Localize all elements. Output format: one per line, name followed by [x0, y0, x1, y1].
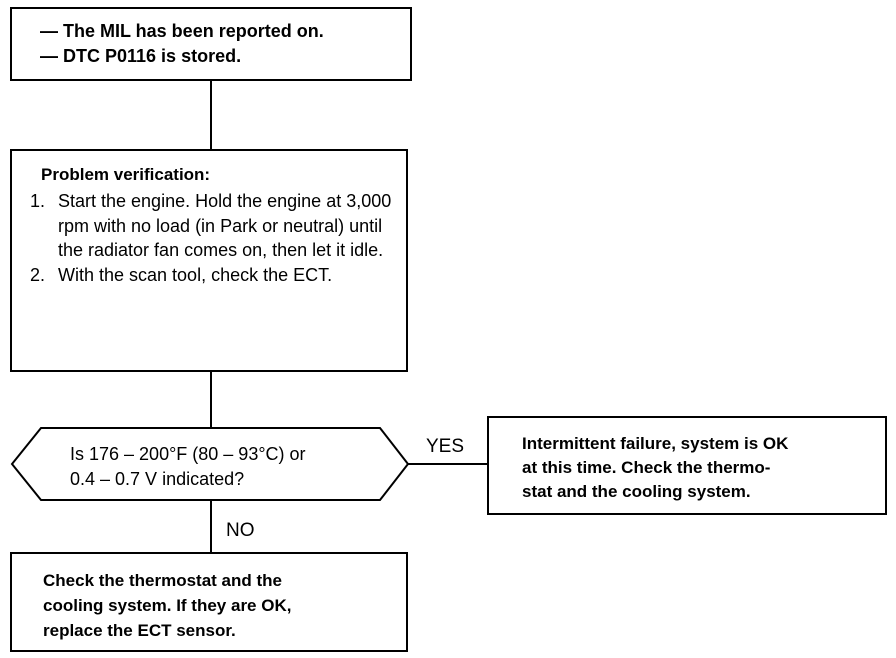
decision-question-line2: 0.4 – 0.7 V indicated? [70, 469, 245, 489]
connector-start-verify [210, 81, 212, 149]
verification-step-2: With the scan tool, check the ECT. [50, 263, 400, 288]
start-line-dtc: — DTC P0116 is stored. [40, 46, 242, 66]
decision-question-line1: Is 176 – 200°F (80 – 93°C) or [70, 444, 306, 464]
yes-result-line2: at this time. Check the thermo- [522, 458, 771, 477]
verification-box: Problem verification: Start the engine. … [10, 149, 408, 372]
yes-result-line3: stat and the cooling system. [522, 482, 751, 501]
no-result-box: Check the thermostat and the cooling sys… [10, 552, 408, 652]
no-result-line2: cooling system. If they are OK, [43, 596, 292, 615]
connector-verify-decision [210, 372, 212, 428]
no-result-line3: replace the ECT sensor. [43, 621, 236, 640]
start-box: — The MIL has been reported on. — DTC P0… [10, 7, 412, 81]
connector-yes [408, 463, 488, 465]
yes-label: YES [426, 436, 465, 457]
verification-heading: Problem verification: [41, 165, 211, 184]
no-result-line1: Check the thermostat and the [43, 571, 282, 590]
verification-step-1: Start the engine. Hold the engine at 3,0… [50, 189, 400, 263]
no-label: NO [226, 520, 255, 541]
yes-result-line1: Intermittent failure, system is OK [522, 434, 789, 453]
start-line-mil: — The MIL has been reported on. [40, 21, 324, 41]
yes-result-box: Intermittent failure, system is OK at th… [487, 416, 887, 515]
connector-no [210, 500, 212, 552]
